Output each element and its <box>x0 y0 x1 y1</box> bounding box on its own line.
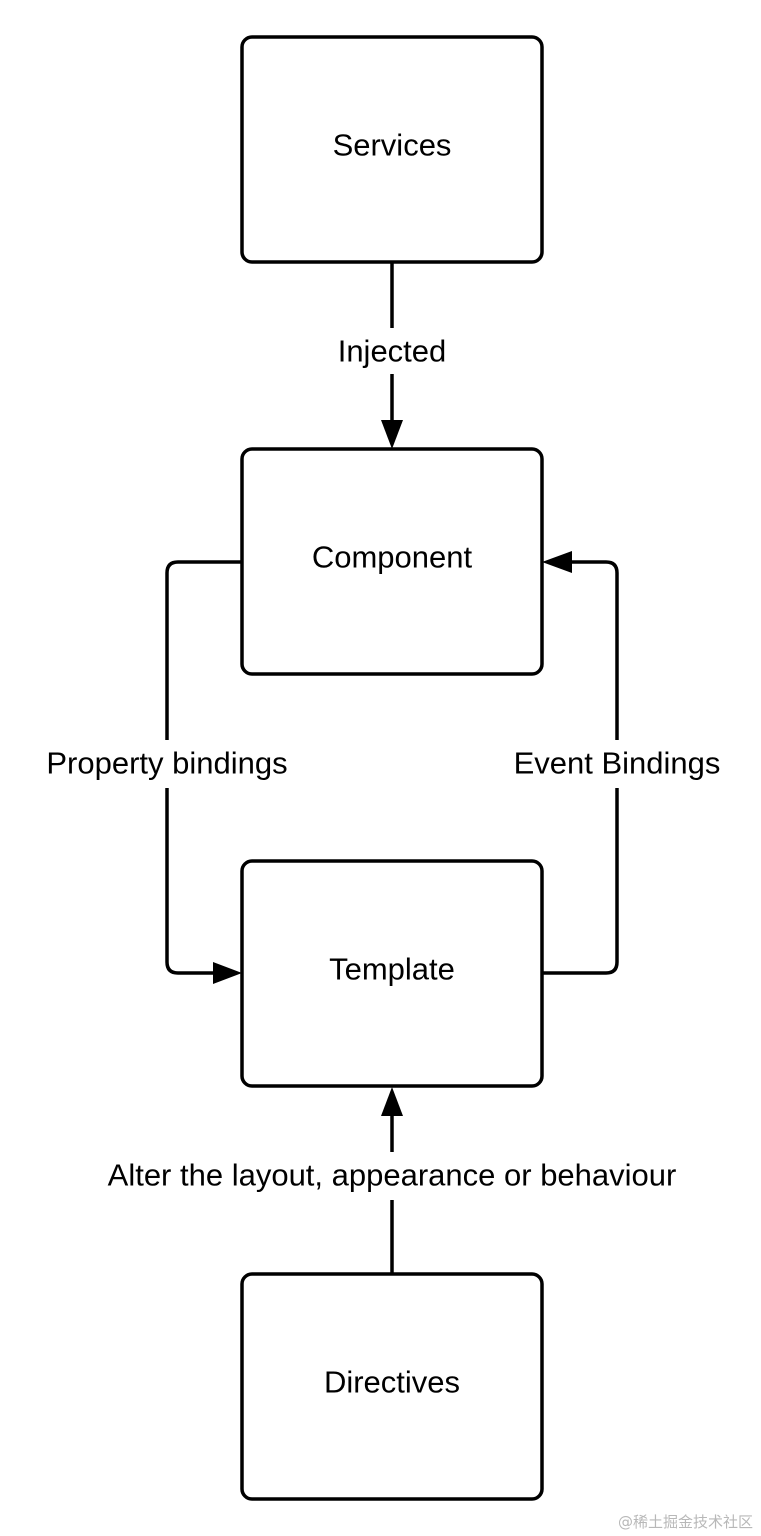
node-services-box <box>240 35 544 264</box>
node-directives: Directives <box>240 1272 544 1501</box>
edge-injected: Injected <box>325 262 459 449</box>
node-template-label: Template <box>329 952 455 987</box>
node-services-label: Services <box>333 128 452 163</box>
edge-property-bindings-arrow <box>213 962 242 984</box>
edge-alter-arrow <box>381 1087 403 1116</box>
node-template: Template <box>240 859 544 1088</box>
edge-label-alter: Alter the layout, appearance or behaviou… <box>108 1158 677 1193</box>
watermark: @稀土掘金技术社区 <box>617 1513 753 1531</box>
edge-property-bindings: Property bindings <box>30 560 304 984</box>
node-component-box <box>240 447 544 676</box>
node-services: Services <box>240 35 544 264</box>
edge-event-bindings-arrow <box>542 551 572 573</box>
edge-label-injected: Injected <box>338 334 447 369</box>
node-directives-label: Directives <box>324 1365 460 1400</box>
edge-label-property-bindings: Property bindings <box>46 746 287 781</box>
node-directives-box <box>240 1272 544 1501</box>
node-component-label: Component <box>312 540 473 575</box>
node-template-box <box>240 859 544 1088</box>
edge-alter: Alter the layout, appearance or behaviou… <box>76 1087 708 1274</box>
edge-event-bindings: Event Bindings <box>500 551 734 975</box>
node-component: Component <box>240 447 544 676</box>
edge-injected-arrow <box>381 420 403 449</box>
edge-label-event-bindings: Event Bindings <box>514 746 721 781</box>
